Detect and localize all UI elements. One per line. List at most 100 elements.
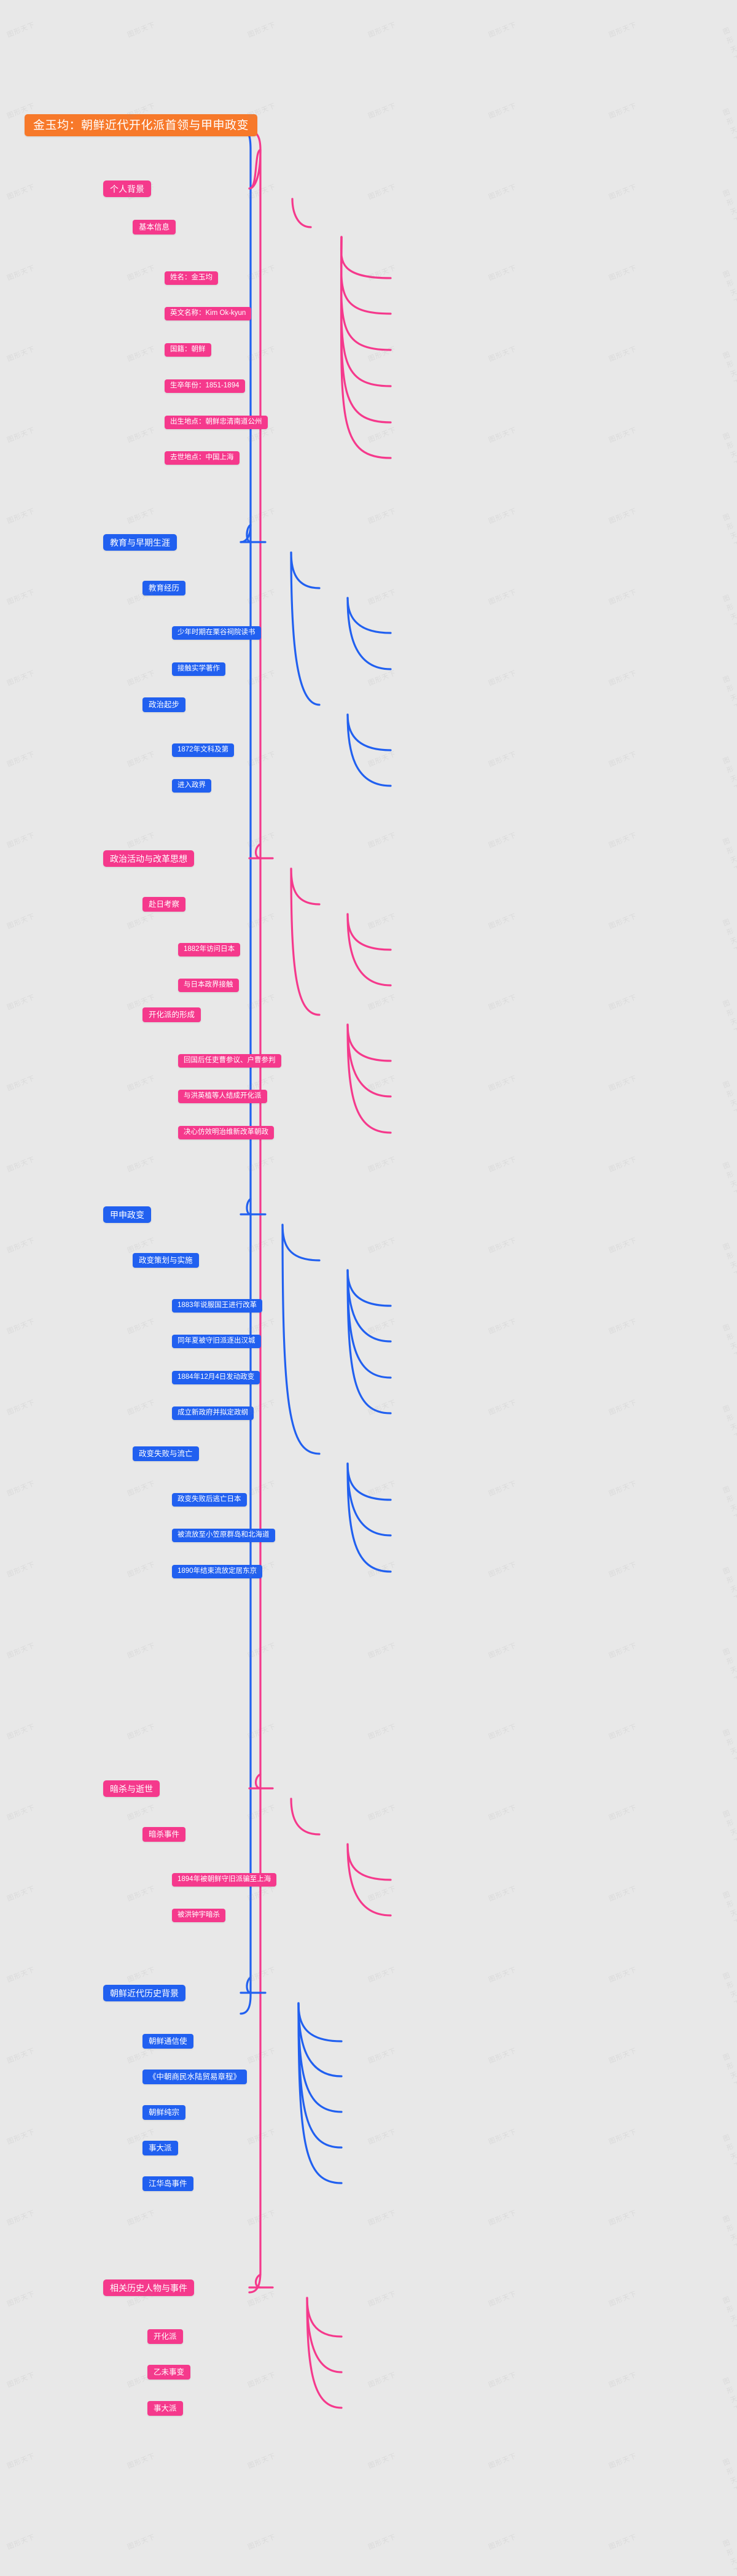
branch-node-related-figures-events[interactable]: 相关历史人物与事件 <box>103 2279 194 2296</box>
branch-node-education-early-career[interactable]: 教育与早期生涯 <box>103 534 177 551</box>
watermark: 图形天下 <box>487 1317 518 1336</box>
leaf-node[interactable]: 1890年结束流放定居东京 <box>172 1565 263 1578</box>
leaf-node[interactable]: 1894年被朝鲜守旧派骗至上海 <box>172 1873 277 1887</box>
subbranch-node-enlightenment-party-formation[interactable]: 开化派的形成 <box>142 1007 201 1022</box>
subbranch-node-education-experience[interactable]: 教育经历 <box>142 581 186 596</box>
watermark: 图形天下 <box>126 1561 157 1579</box>
leaf-node[interactable]: 姓名：金玉均 <box>165 271 218 285</box>
watermark: 图形天下 <box>487 588 518 607</box>
watermark: 图形天下 <box>367 2047 397 2065</box>
subbranch-node-political-start[interactable]: 政治起步 <box>142 697 186 712</box>
watermark: 图形天下 <box>722 2052 737 2090</box>
watermark: 图形天下 <box>246 588 277 607</box>
watermark: 图形天下 <box>126 264 157 282</box>
leaf-node[interactable]: 江华岛事件 <box>142 2176 193 2191</box>
leaf-node[interactable]: 出生地点：朝鲜忠清南道公州 <box>165 416 268 429</box>
watermark: 图形天下 <box>487 264 518 282</box>
watermark: 图形天下 <box>367 1155 397 1174</box>
watermark: 图形天下 <box>607 1885 638 1903</box>
branch-label: 暗杀与逝世 <box>110 1783 153 1794</box>
leaf-label: 事大派 <box>154 2403 177 2413</box>
branch-node-gapsin-coup[interactable]: 甲申政变 <box>103 1206 151 1223</box>
branch-node-korea-modern-history-background[interactable]: 朝鲜近代历史背景 <box>103 1985 185 2001</box>
watermark: 图形天下 <box>607 345 638 363</box>
leaf-node[interactable]: 国籍：朝鲜 <box>165 343 211 357</box>
watermark: 图形天下 <box>367 2452 397 2470</box>
watermark: 图形天下 <box>367 21 397 39</box>
leaf-node[interactable]: 《中朝商民水陆贸易章程》 <box>142 2070 248 2084</box>
subbranch-node-assassination-event[interactable]: 暗杀事件 <box>142 1827 186 1842</box>
leaf-node[interactable]: 乙未事变 <box>147 2365 191 2380</box>
watermark: 图形天下 <box>607 183 638 201</box>
leaf-node[interactable]: 被流放至小笠原群岛和北海道 <box>172 1529 275 1542</box>
leaf-node[interactable]: 被洪钟宇暗杀 <box>172 1909 225 1922</box>
watermark: 图形天下 <box>367 750 397 769</box>
watermark: 图形天下 <box>126 2209 157 2227</box>
subbranch-node-coup-failure-exile[interactable]: 政变失败与流亡 <box>133 1446 199 1461</box>
leaf-label: 事大派 <box>149 2143 172 2152</box>
leaf-node[interactable]: 1884年12月4日发动政变 <box>172 1371 260 1384</box>
subbranch-node-coup-planning[interactable]: 政变策划与实施 <box>133 1253 199 1268</box>
leaf-label: 江华岛事件 <box>149 2179 187 2188</box>
leaf-node[interactable]: 回国后任吏曹参议、户曹参判 <box>178 1054 281 1068</box>
watermark: 图形天下 <box>487 1480 518 1498</box>
watermark: 图形天下 <box>607 2209 638 2227</box>
leaf-node[interactable]: 生卒年份：1851-1894 <box>165 379 245 393</box>
watermark: 图形天下 <box>367 2371 397 2389</box>
watermark: 图形天下 <box>722 1890 737 1928</box>
leaf-node[interactable]: 事大派 <box>142 2141 178 2155</box>
subbranch-label: 赴日考察 <box>149 899 180 909</box>
leaf-node[interactable]: 进入政界 <box>172 779 211 793</box>
leaf-node[interactable]: 成立新政府并拟定政纲 <box>172 1406 254 1420</box>
watermark: 图形天下 <box>246 2047 277 2065</box>
watermark: 图形天下 <box>607 1155 638 1174</box>
leaf-node[interactable]: 决心仿效明治维新改革朝政 <box>178 1126 274 1139</box>
leaf-node[interactable]: 与日本政界接触 <box>178 979 239 992</box>
branch-node-assassination-death[interactable]: 暗杀与逝世 <box>103 1780 160 1797</box>
watermark: 图形天下 <box>487 345 518 363</box>
watermark: 图形天下 <box>6 993 36 1012</box>
watermark: 图形天下 <box>246 21 277 39</box>
leaf-node[interactable]: 1882年访问日本 <box>178 943 241 956</box>
watermark: 图形天下 <box>126 1723 157 1741</box>
leaf-label: 与日本政界接触 <box>184 981 233 989</box>
leaf-node[interactable]: 开化派 <box>147 2329 183 2344</box>
leaf-node[interactable]: 接触实学著作 <box>172 662 225 676</box>
watermark: 图形天下 <box>246 831 277 850</box>
watermark: 图形天下 <box>126 1236 157 1255</box>
subbranch-label: 政变策划与实施 <box>139 1255 193 1265</box>
subbranch-node-japan-inspection[interactable]: 赴日考察 <box>142 897 186 912</box>
watermark: 图形天下 <box>722 1404 737 1441</box>
leaf-node[interactable]: 朝鲜通信使 <box>142 2034 193 2049</box>
leaf-node[interactable]: 1883年说服国王进行改革 <box>172 1299 263 1313</box>
watermark: 图形天下 <box>126 588 157 607</box>
watermark: 图形天下 <box>722 2133 737 2171</box>
subbranch-node-basic-info[interactable]: 基本信息 <box>133 220 176 235</box>
leaf-node[interactable]: 与洪英植等人结成开化派 <box>178 1090 267 1103</box>
root-node[interactable]: 金玉均：朝鲜近代开化派首领与甲申政变 <box>25 114 258 136</box>
watermark: 图形天下 <box>722 188 737 226</box>
watermark: 图形天下 <box>367 831 397 850</box>
watermark: 图形天下 <box>126 831 157 850</box>
branch-node-personal-background[interactable]: 个人背景 <box>103 180 151 197</box>
leaf-node[interactable]: 1872年文科及第 <box>172 743 235 757</box>
watermark: 图形天下 <box>607 21 638 39</box>
branch-label: 教育与早期生涯 <box>110 537 170 548</box>
leaf-node[interactable]: 同年夏被守旧派逐出汉城 <box>172 1335 261 1348</box>
watermark: 图形天下 <box>722 107 737 145</box>
watermark: 图形天下 <box>367 1723 397 1741</box>
leaf-node[interactable]: 政变失败后逃亡日本 <box>172 1493 247 1507</box>
leaf-label: 接触实学著作 <box>177 665 220 673</box>
leaf-node[interactable]: 去世地点：中国上海 <box>165 451 240 465</box>
leaf-node[interactable]: 朝鲜纯宗 <box>142 2105 186 2120</box>
watermark: 图形天下 <box>607 2533 638 2551</box>
leaf-node[interactable]: 英文名称：Kim Ok-kyun <box>165 307 252 320</box>
watermark: 图形天下 <box>246 1723 277 1741</box>
watermark: 图形天下 <box>6 1966 36 1984</box>
leaf-node[interactable]: 少年时期在栗谷祠院读书 <box>172 626 261 640</box>
leaf-label: 英文名称：Kim Ok-kyun <box>170 309 246 317</box>
branch-node-political-activity-reform[interactable]: 政治活动与改革思想 <box>103 850 194 867</box>
watermark: 图形天下 <box>722 594 737 631</box>
watermark: 图形天下 <box>722 756 737 793</box>
leaf-node[interactable]: 事大派 <box>147 2401 183 2416</box>
